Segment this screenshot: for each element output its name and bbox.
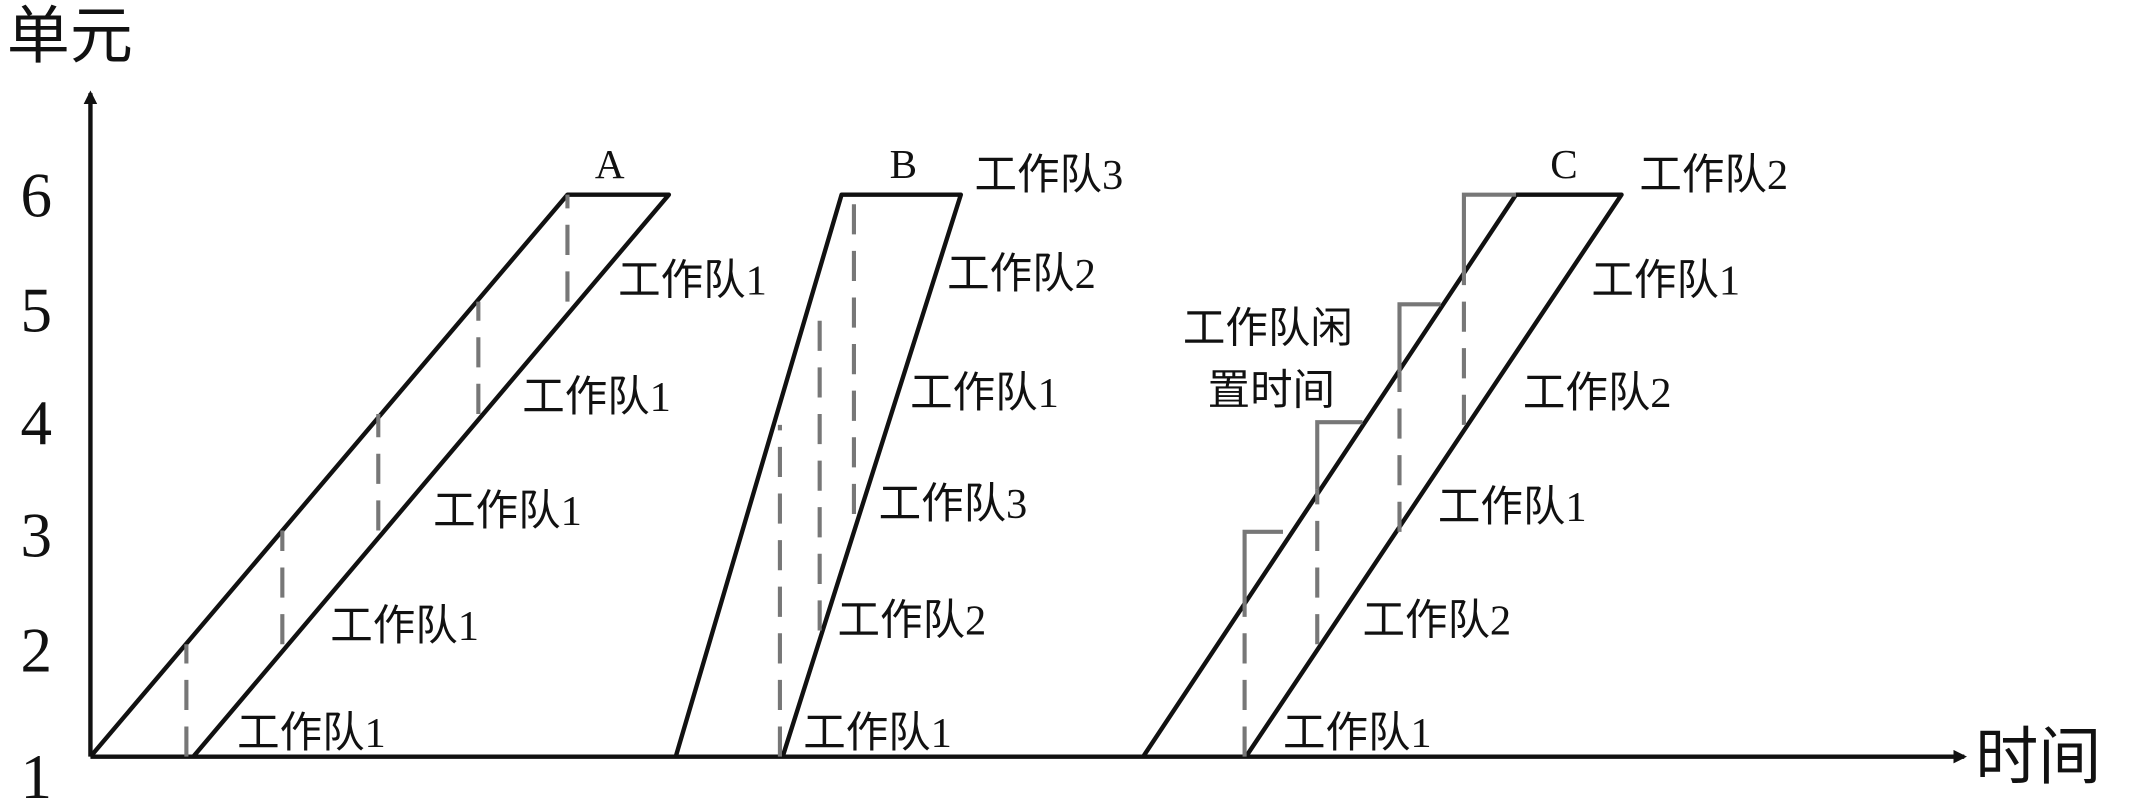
y-tick-label: 2 (21, 616, 53, 686)
team-label: 工作队1 (803, 710, 952, 757)
team-label: 工作队1 (618, 258, 767, 305)
group-a-outline (88, 192, 672, 759)
team-label: 工作队1 (1438, 484, 1587, 531)
idle-time-annotation-line1: 工作队闲 (1183, 306, 1353, 353)
x-axis-title: 时间 (1975, 723, 2101, 793)
group-a-name: A (595, 141, 625, 187)
team-label: 工作队2 (1362, 598, 1511, 645)
team-label: 工作队1 (330, 603, 479, 650)
team-label: 工作队1 (910, 370, 1059, 417)
y-tick-label: 1 (21, 742, 53, 806)
group-b: B 工作队1 工作队2 工作队3 工作队1 工作队2 工作队3 (673, 141, 1124, 758)
group-c: C 工作队1 工作队2 工作队1 工作队2 工作队1 工作队2 工作队闲 置时间 (1141, 141, 1788, 758)
y-tick-label: 3 (21, 501, 53, 571)
group-b-name: B (890, 141, 917, 187)
team-label: 工作队1 (522, 374, 671, 421)
team-label: 工作队2 (1523, 370, 1672, 417)
team-label: 工作队1 (1283, 710, 1432, 757)
group-b-dashed-lines (777, 194, 856, 757)
team-label: 工作队2 (837, 598, 986, 645)
group-a: A 工作队1 工作队1 工作队1 工作队1 工作队1 (88, 141, 767, 759)
team-label: 工作队1 (237, 710, 386, 757)
group-c-outline (1141, 192, 1624, 758)
group-a-dashed-lines (184, 194, 570, 757)
idle-time-annotation-line2: 置时间 (1208, 367, 1335, 414)
y-tick-label: 4 (21, 388, 53, 458)
y-tick-label: 5 (21, 276, 53, 346)
team-label: 工作队2 (1639, 152, 1788, 199)
idle-time-steps (1242, 192, 1517, 600)
y-axis-title: 单元 (7, 2, 133, 72)
y-tick-label: 6 (21, 161, 53, 231)
group-c-name: C (1550, 141, 1577, 187)
team-label: 工作队3 (975, 152, 1124, 199)
team-label: 工作队1 (1591, 258, 1740, 305)
group-b-outline (673, 192, 964, 758)
team-label: 工作队2 (947, 251, 1096, 298)
team-label: 工作队3 (879, 481, 1028, 528)
team-label: 工作队1 (433, 488, 582, 535)
